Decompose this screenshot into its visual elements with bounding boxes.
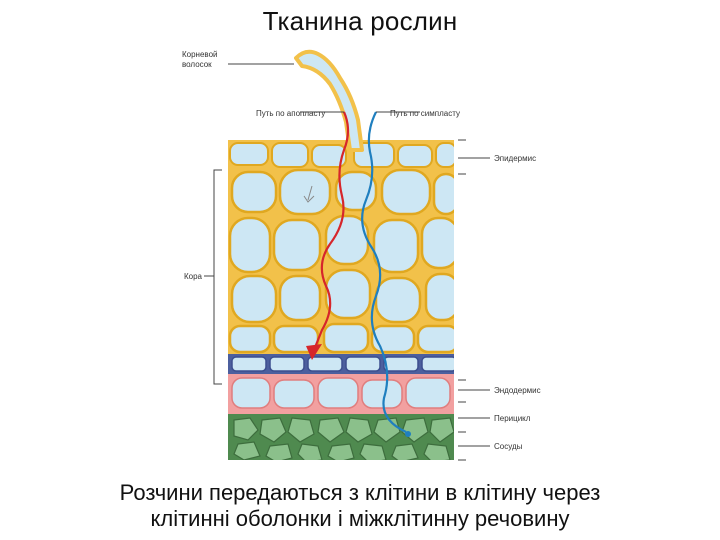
root-hair — [294, 49, 364, 152]
label-cortex: Кора — [184, 272, 203, 281]
endodermis-cells — [231, 356, 454, 372]
apoplast-path — [312, 111, 350, 351]
label-endodermis: Эндодермис — [494, 386, 541, 395]
label-root-hair-2: волосок — [182, 60, 212, 69]
symplast-path — [361, 111, 407, 433]
caption-line-2: клітинні оболонки і міжклітинну речовину — [150, 506, 570, 531]
label-vessels: Сосуды — [494, 442, 523, 451]
label-epidermis: Эпидермис — [494, 154, 536, 163]
apoplast-arrowhead — [306, 344, 322, 360]
leader-lines — [228, 63, 490, 461]
vessel-cells — [233, 417, 454, 460]
epidermis-cells — [229, 142, 454, 168]
small-arrow — [303, 185, 315, 203]
label-apoplast-path: Путь по апопласту — [256, 109, 325, 118]
pericycle-cells — [231, 377, 451, 409]
cortex-bracket — [213, 169, 222, 385]
label-pericycle: Перицикл — [494, 414, 531, 423]
symplast-endpoint — [405, 431, 411, 437]
slide-caption: Розчини передаються з клітини в клітину … — [0, 480, 720, 532]
caption-line-1: Розчини передаються з клітини в клітину … — [119, 480, 601, 505]
label-root-hair-1: Корневой — [182, 50, 218, 59]
label-symplast-path: Путь по симпласту — [390, 109, 460, 118]
slide-title: Тканина рослин — [262, 6, 458, 36]
cortex-cells — [228, 168, 454, 354]
